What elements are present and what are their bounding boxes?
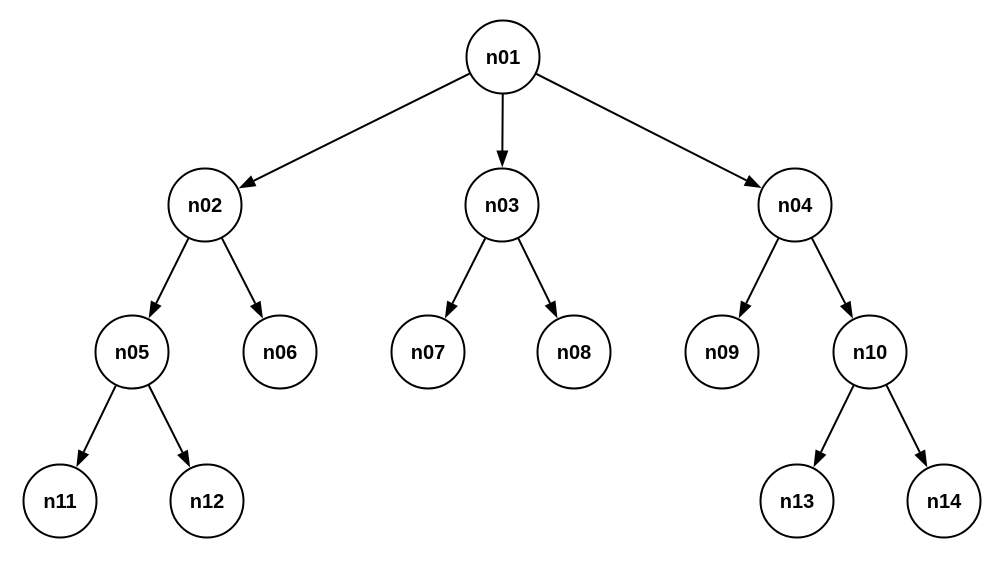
node-n05: n05 xyxy=(94,314,170,390)
node-n12-circle xyxy=(169,463,245,539)
arrowhead-n03-n07 xyxy=(444,300,458,319)
node-n06-circle xyxy=(242,314,318,390)
node-n08: n08 xyxy=(536,314,612,390)
node-n04: n04 xyxy=(757,167,833,243)
arrowhead-n01-n02 xyxy=(238,175,257,189)
arrowhead-n01-n04 xyxy=(743,175,762,189)
node-n12: n12 xyxy=(169,463,245,539)
node-n13-circle xyxy=(759,463,835,539)
node-n10-label: n10 xyxy=(853,342,887,364)
node-n09-label: n09 xyxy=(705,342,739,364)
arrowhead-n10-n13 xyxy=(813,449,827,468)
arrowhead-n05-n12 xyxy=(177,449,191,468)
node-n05-circle xyxy=(94,314,170,390)
node-n03: n03 xyxy=(464,167,540,243)
node-n01-circle xyxy=(465,19,541,95)
node-n07-label: n07 xyxy=(411,342,445,364)
node-n04-circle xyxy=(757,167,833,243)
edge-n10-n14 xyxy=(885,385,921,453)
node-n11: n11 xyxy=(22,463,98,539)
arrowhead-n02-n06 xyxy=(249,300,263,319)
node-n13-label: n13 xyxy=(780,491,814,513)
node-n11-label: n11 xyxy=(43,491,76,513)
node-n10-circle xyxy=(832,314,908,390)
node-n14: n14 xyxy=(906,463,982,539)
edge-n04-n09 xyxy=(745,238,780,304)
nodes-layer: n01 n02 n03 n04 n05 n06 n07 n08 n09 n10 n11 n12 n13 n… xyxy=(22,19,982,539)
arrowhead-n01-n03 xyxy=(496,150,509,168)
arrowhead-n02-n05 xyxy=(148,300,162,319)
edge-n01-n04 xyxy=(535,73,747,182)
node-n05-label: n05 xyxy=(115,342,149,364)
edge-n05-n11 xyxy=(82,385,117,453)
node-n02: n02 xyxy=(167,167,243,243)
node-n02-label: n02 xyxy=(188,195,222,217)
node-n07: n07 xyxy=(390,314,466,390)
arrowhead-n04-n09 xyxy=(738,300,752,319)
node-n07-circle xyxy=(390,314,466,390)
arrowhead-n05-n11 xyxy=(76,449,90,468)
node-n14-circle xyxy=(906,463,982,539)
node-n03-circle xyxy=(464,167,540,243)
edge-n02-n06 xyxy=(221,237,257,304)
edge-n03-n08 xyxy=(517,238,551,304)
edge-n01-n02 xyxy=(253,72,470,182)
node-n04-label: n04 xyxy=(778,195,813,217)
edge-n03-n07 xyxy=(451,238,487,304)
node-n14-label: n14 xyxy=(927,491,962,513)
node-n06: n06 xyxy=(242,314,318,390)
edge-n02-n05 xyxy=(155,238,190,304)
node-n08-circle xyxy=(536,314,612,390)
node-n12-label: n12 xyxy=(190,491,224,513)
node-n13: n13 xyxy=(759,463,835,539)
node-n10: n10 xyxy=(832,314,908,390)
edge-n05-n12 xyxy=(147,385,184,453)
arrowhead-n04-n10 xyxy=(839,300,853,319)
node-n09-circle xyxy=(684,314,760,390)
node-n02-circle xyxy=(167,167,243,243)
edges-layer xyxy=(76,72,928,468)
edge-n04-n10 xyxy=(811,237,847,304)
arrowhead-n10-n14 xyxy=(914,449,928,468)
node-n11-circle xyxy=(22,463,98,539)
node-n01-label: n01 xyxy=(486,47,520,69)
node-n08-label: n08 xyxy=(557,342,591,364)
node-n06-label: n06 xyxy=(263,342,297,364)
edge-n10-n13 xyxy=(820,385,855,453)
node-n09: n09 xyxy=(684,314,760,390)
node-n01: n01 xyxy=(465,19,541,95)
node-n03-label: n03 xyxy=(485,195,519,217)
arrowhead-n03-n08 xyxy=(544,300,558,319)
